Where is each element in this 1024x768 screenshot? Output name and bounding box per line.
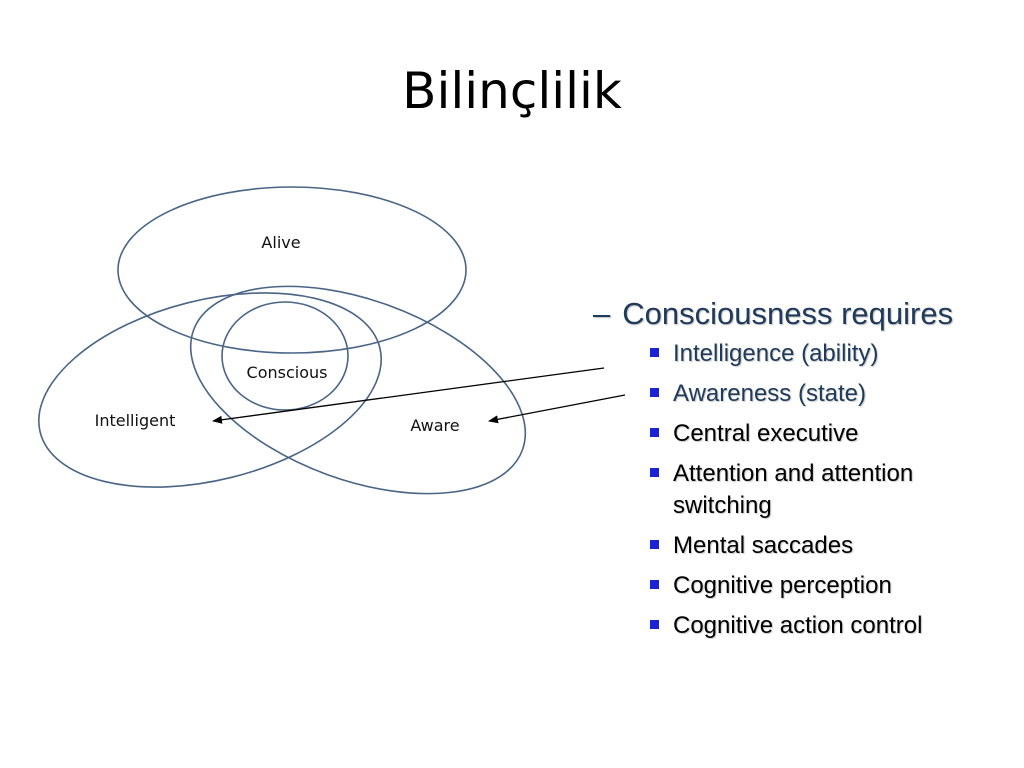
square-bullet-icon [650, 428, 659, 437]
requirements-sublist: Intelligence (ability) Awareness (state)… [593, 338, 1013, 642]
square-bullet-icon [650, 580, 659, 589]
list-item: Cognitive action control [647, 610, 1013, 642]
requirements-heading: –Consciousness requires [593, 296, 1013, 332]
conscious-ellipse [221, 301, 349, 411]
square-bullet-icon [650, 468, 659, 477]
list-item: Mental saccades [647, 530, 1013, 562]
list-item: Awareness (state) [647, 378, 1013, 410]
dash-marker: – [593, 296, 611, 331]
aware-ellipse [189, 285, 527, 495]
intelligence-arrow [212, 367, 605, 424]
conscious-label: Conscious [247, 363, 328, 382]
aware-label: Aware [410, 416, 459, 435]
alive-ellipse [117, 186, 467, 354]
slide-title: Bilinçlilik [402, 62, 622, 120]
awareness-arrow [488, 394, 626, 424]
list-item: Central executive [647, 418, 1013, 450]
intelligent-label: Intelligent [95, 411, 176, 430]
list-item: Cognitive perception [647, 570, 1013, 602]
heading-text: Consciousness requires [622, 296, 954, 331]
requirements-list: –Consciousness requires Intelligence (ab… [593, 296, 1013, 650]
square-bullet-icon [650, 388, 659, 397]
square-bullet-icon [650, 540, 659, 549]
intelligent-ellipse [38, 292, 382, 488]
square-bullet-icon [650, 348, 659, 357]
list-item: Attention and attention switching [647, 458, 1013, 522]
list-item: Intelligence (ability) [647, 338, 1013, 370]
alive-label: Alive [261, 233, 300, 252]
square-bullet-icon [650, 620, 659, 629]
